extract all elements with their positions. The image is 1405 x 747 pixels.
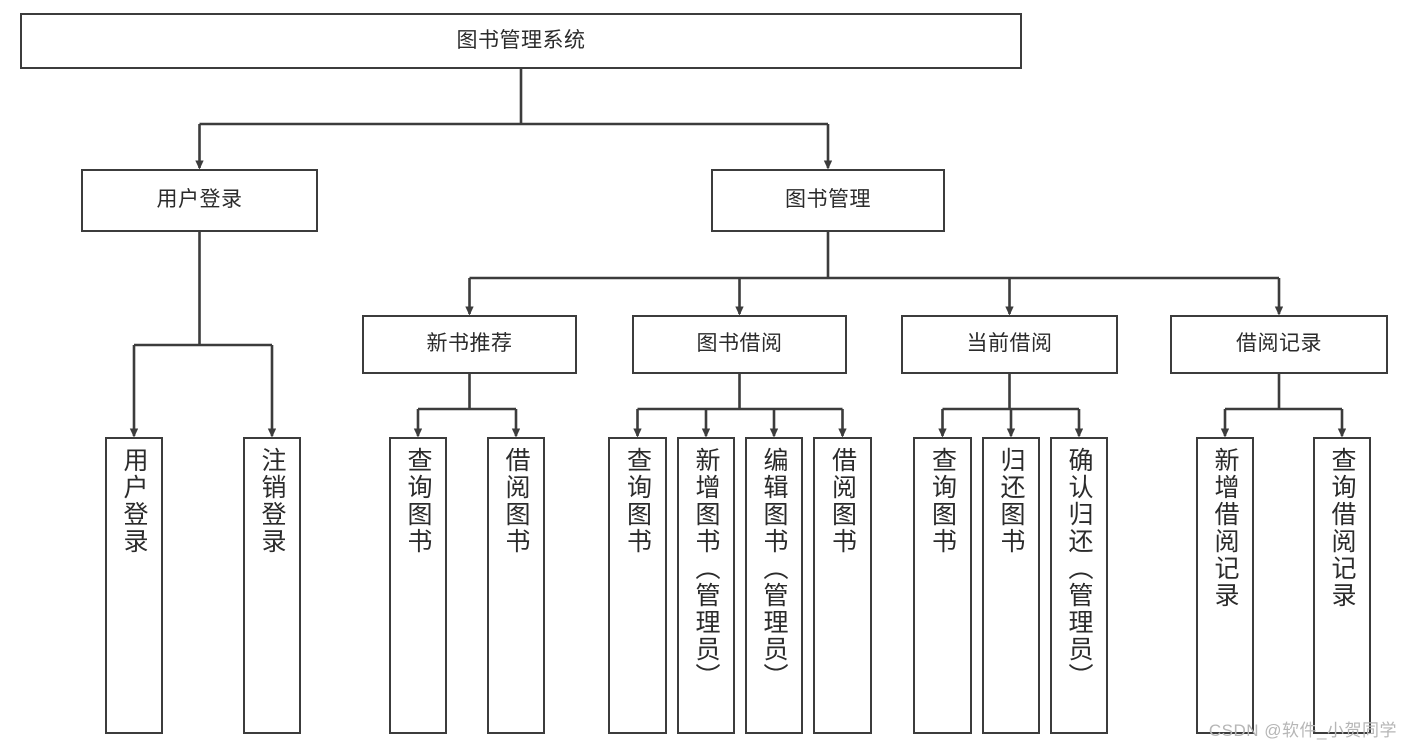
node-label: 新书推荐 [426,332,513,356]
node-label: 查询借阅记录 [1328,447,1356,609]
node-book-borrow[interactable]: 图书借阅 [632,315,847,374]
node-borrow-record[interactable]: 借阅记录 [1170,315,1388,374]
node-leaf-add-record[interactable]: 新增借阅记录 [1196,437,1254,734]
node-label: 查询图书 [928,447,957,555]
node-label: 借阅图书 [502,447,530,555]
node-label: 用户登录 [156,188,243,212]
node-leaf-query-book-2[interactable]: 查询图书 [608,437,667,734]
node-user-login[interactable]: 用户登录 [81,169,318,232]
node-current-borrow[interactable]: 当前借阅 [901,315,1118,374]
node-label: 图书管理 [785,188,871,212]
node-leaf-query-book-1[interactable]: 查询图书 [389,437,447,734]
node-leaf-user-login[interactable]: 用户登录 [105,437,163,734]
node-root[interactable]: 图书管理系统 [20,13,1022,69]
node-label: 确认归还（管理员） [1065,447,1093,690]
node-leaf-add-book[interactable]: 新增图书（管理员） [677,437,735,734]
node-leaf-query-book-3[interactable]: 查询图书 [913,437,972,734]
node-leaf-edit-book[interactable]: 编辑图书（管理员） [745,437,803,734]
node-leaf-borrow-book-2[interactable]: 借阅图书 [813,437,872,734]
node-label: 注销登录 [258,447,286,555]
node-label: 新增图书（管理员） [692,447,720,690]
watermark-label: CSDN @软件_小贺同学 [1208,721,1397,740]
node-book-manage[interactable]: 图书管理 [711,169,945,232]
node-label: 借阅记录 [1236,332,1322,356]
node-label: 图书借阅 [696,332,783,356]
node-label: 新增借阅记录 [1211,447,1239,609]
node-label: 查询图书 [404,447,432,555]
node-leaf-logout[interactable]: 注销登录 [243,437,301,734]
node-leaf-confirm-return[interactable]: 确认归还（管理员） [1050,437,1108,734]
node-label: 图书管理系统 [456,28,586,52]
node-label: 编辑图书（管理员） [760,447,788,690]
node-leaf-borrow-book-1[interactable]: 借阅图书 [487,437,545,734]
node-label: 归还图书 [997,447,1025,555]
node-label: 当前借阅 [966,332,1053,356]
node-label: 用户登录 [120,447,148,555]
node-leaf-query-record[interactable]: 查询借阅记录 [1313,437,1371,734]
node-leaf-return-book[interactable]: 归还图书 [982,437,1040,734]
node-new-book-rec[interactable]: 新书推荐 [362,315,577,374]
node-label: 查询图书 [623,447,652,555]
node-label: 借阅图书 [828,447,857,555]
